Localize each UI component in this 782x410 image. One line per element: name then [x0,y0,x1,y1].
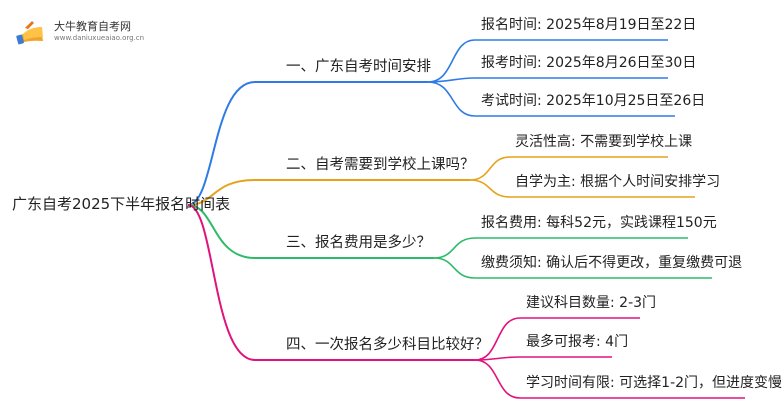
branch-4-leaf-1: 建议科目数量: 2-3门 [526,295,657,311]
site-logo[interactable]: 大牛教育自考网 www.daniuxueaiao.org.cn [14,17,144,45]
branch-1-label: 一、广东自考时间安排 [286,59,431,75]
mindmap-connectors [187,39,745,399]
connector-branch-1-leaf-3 [427,81,675,117]
logo-title: 大牛教育自考网 [54,20,131,33]
connector-branch-4-leaf-1 [474,317,640,361]
connector-branch-1-leaf-1 [427,39,668,83]
connector-root-branch-3 [187,204,256,259]
connector-branch-2-leaf-2 [469,179,695,198]
mindmap-root: 广东自考2025下半年报名时间表 [12,195,231,213]
connector-branch-3-leaf-1 [433,237,688,259]
connector-branch-2-leaf-1 [469,156,668,181]
branch-3-leaf-2: 缴费须知: 确认后不得更改，重复缴费可退 [481,255,743,271]
connector-branch-4-leaf-3 [474,359,745,399]
logo-url: www.daniuxueaiao.org.cn [54,34,145,42]
branch-3-leaf-1: 报名费用: 每科52元，实践课程150元 [481,215,717,231]
branch-1-leaf-1: 报名时间: 2025年8月19日至22日 [481,17,697,33]
branch-4-leaf-3: 学习时间有限: 可选择1-2门，但进度变慢 [526,375,782,391]
branch-2-leaf-2: 自学为主: 根据个人时间安排学习 [515,174,721,190]
connector-branch-1-leaf-2 [427,77,668,83]
branch-4-leaf-2: 最多可报考: 4门 [526,334,629,350]
connector-root-branch-2 [187,179,256,206]
connector-root-branch-1 [187,81,256,206]
branch-2-label: 二、自考需要到学校上课吗？ [286,157,475,173]
branch-1-leaf-3: 考试时间: 2025年10月25日至26日 [481,93,706,109]
branch-2-leaf-1: 灵活性高: 不需要到学校上课 [515,134,693,150]
connector-branch-3-leaf-2 [433,257,712,279]
branch-3-label: 三、报名费用是多少？ [286,235,431,251]
branch-1-leaf-2: 报考时间: 2025年8月26日至30日 [481,55,697,71]
branch-4-label: 四、一次报名多少科目比较好？ [286,337,489,353]
connector-root-branch-4 [187,204,256,361]
book-logo-icon [16,21,43,45]
connector-branch-4-leaf-2 [474,356,612,361]
